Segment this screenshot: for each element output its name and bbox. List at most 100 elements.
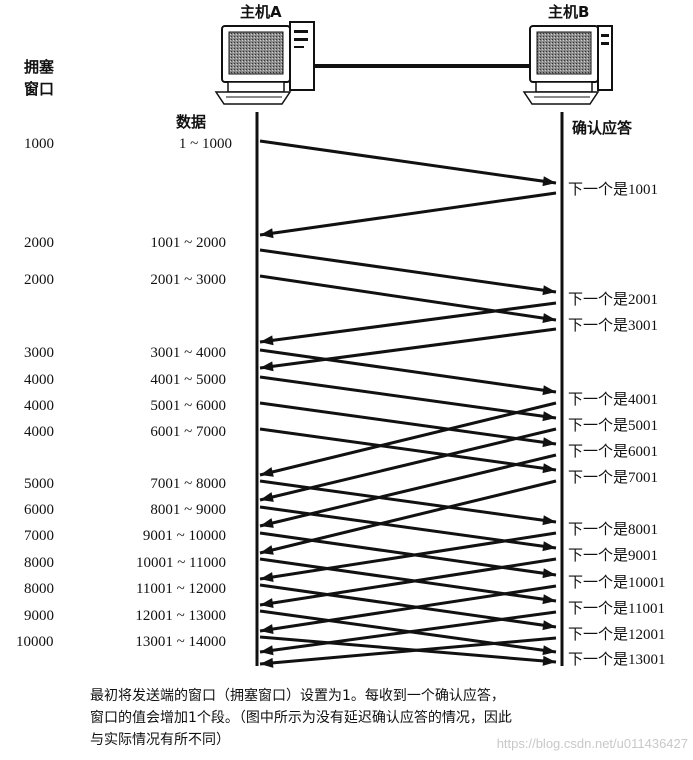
- arrowhead: [260, 518, 274, 528]
- arrowhead: [260, 467, 274, 477]
- ack-label: 下一个是2001: [568, 291, 658, 308]
- arrowhead: [542, 437, 556, 448]
- ack-arrow: [259, 401, 557, 477]
- arrowhead: [542, 385, 556, 396]
- ack-label: 下一个是3001: [568, 317, 658, 334]
- window-value: 6000: [24, 502, 54, 518]
- arrowhead: [260, 361, 274, 372]
- window-value: 4000: [24, 398, 54, 414]
- ack-arrow: [259, 479, 557, 555]
- arrowhead: [542, 515, 556, 526]
- ack-arrow: [259, 610, 557, 654]
- ack-label: 下一个是9001: [568, 547, 658, 564]
- arrowhead: [260, 572, 274, 582]
- window-value: 8000: [24, 581, 54, 597]
- data-range: 11001 ~ 12000: [136, 581, 226, 597]
- data-segment-arrow: [259, 348, 557, 394]
- arrowhead: [260, 624, 274, 634]
- data-range: 1001 ~ 2000: [150, 235, 226, 251]
- arrowhead: [542, 645, 556, 656]
- arrowhead: [542, 541, 556, 552]
- data-segment-arrow: [259, 401, 557, 446]
- arrowhead: [542, 313, 556, 324]
- arrowhead: [542, 463, 556, 474]
- caption-line-3: 与实际情况有所不同）: [90, 732, 230, 748]
- arrowhead: [542, 620, 556, 631]
- ack-labels: 下一个是1001 下一个是2001 下一个是3001 下一个是4001 下一个是…: [568, 181, 666, 668]
- watermark: https://blog.csdn.net/u011436427: [497, 736, 688, 751]
- data-range: 3001 ~ 4000: [150, 345, 226, 361]
- ack-label: 下一个是13001: [568, 651, 666, 668]
- ack-label: 下一个是7001: [568, 469, 658, 486]
- data-range: 7001 ~ 8000: [150, 476, 226, 492]
- data-segment-arrow: [259, 248, 557, 294]
- host-a-computer-icon: [214, 21, 315, 105]
- row-labels: 1000 1 ~ 1000 2000 1001 ~ 2000 2000 2001…: [16, 136, 232, 650]
- ack-arrow: [259, 531, 557, 581]
- data-range: 8001 ~ 9000: [150, 502, 226, 518]
- ack-label: 下一个是5001: [568, 417, 658, 434]
- data-range: 5001 ~ 6000: [150, 398, 226, 414]
- caption-line-1: 最初将发送端的窗口（拥塞窗口）设置为1。每收到一个确认应答，: [90, 687, 505, 704]
- ack-label: 下一个是1001: [568, 181, 658, 198]
- data-segment-arrow: [259, 375, 557, 420]
- ack-header: 确认应答: [572, 119, 633, 137]
- arrowhead: [260, 598, 274, 608]
- ack-arrow: [259, 636, 557, 666]
- arrowhead: [260, 645, 274, 656]
- window-value: 2000: [24, 272, 54, 288]
- data-range: 13001 ~ 14000: [135, 634, 226, 650]
- data-range: 12001 ~ 13000: [135, 608, 226, 624]
- arrowhead: [260, 657, 274, 668]
- ack-arrow: [259, 453, 557, 528]
- window-header-line2: 窗口: [24, 80, 54, 98]
- ack-arrow: [259, 584, 557, 633]
- window-value: 2000: [24, 235, 54, 251]
- data-range: 6001 ~ 7000: [150, 424, 226, 440]
- arrowhead: [542, 285, 556, 296]
- arrowhead: [542, 594, 556, 605]
- data-range: 2001 ~ 3000: [150, 272, 226, 288]
- window-value: 9000: [24, 608, 54, 624]
- arrowhead: [260, 545, 274, 555]
- arrowhead: [542, 411, 556, 422]
- ack-label: 下一个是11001: [568, 600, 665, 617]
- arrowhead: [542, 655, 556, 666]
- ack-arrow: [259, 327, 557, 370]
- caption-line-2: 窗口的值会增加1个段。（图中所示为没有延迟确认应答的情况，因此: [90, 709, 512, 726]
- window-value: 4000: [24, 424, 54, 440]
- window-value: 4000: [24, 372, 54, 388]
- window-value: 10000: [16, 634, 54, 650]
- host-a-label: 主机A: [240, 3, 282, 21]
- message-arrows: [259, 139, 557, 668]
- host-b-computer-icon: [522, 25, 613, 105]
- window-value: 7000: [24, 528, 54, 544]
- data-header: 数据: [176, 113, 206, 131]
- host-b-label: 主机B: [548, 3, 589, 21]
- arrowhead: [260, 335, 274, 346]
- window-value: 3000: [24, 345, 54, 361]
- ack-label: 下一个是12001: [568, 626, 666, 643]
- window-value: 5000: [24, 476, 54, 492]
- ack-label: 下一个是10001: [568, 574, 666, 591]
- window-header-line1: 拥塞: [24, 58, 55, 76]
- window-value: 1000: [24, 136, 54, 152]
- ack-label: 下一个是4001: [568, 391, 658, 408]
- ack-arrow: [259, 301, 557, 344]
- data-range: 1 ~ 1000: [179, 136, 232, 152]
- ack-label: 下一个是8001: [568, 521, 658, 538]
- arrowhead: [542, 568, 556, 579]
- ack-arrow: [259, 557, 557, 607]
- arrowhead: [260, 492, 274, 502]
- data-range: 9001 ~ 10000: [143, 528, 226, 544]
- ack-label: 下一个是6001: [568, 443, 658, 460]
- data-segment-arrow: [259, 274, 557, 322]
- data-segment-arrow: [259, 139, 557, 185]
- arrowhead: [542, 176, 556, 187]
- arrowhead: [260, 228, 274, 239]
- data-range: 4001 ~ 5000: [150, 372, 226, 388]
- data-segment-arrow: [259, 427, 557, 472]
- data-range: 10001 ~ 11000: [136, 555, 226, 571]
- ack-arrow: [259, 191, 557, 237]
